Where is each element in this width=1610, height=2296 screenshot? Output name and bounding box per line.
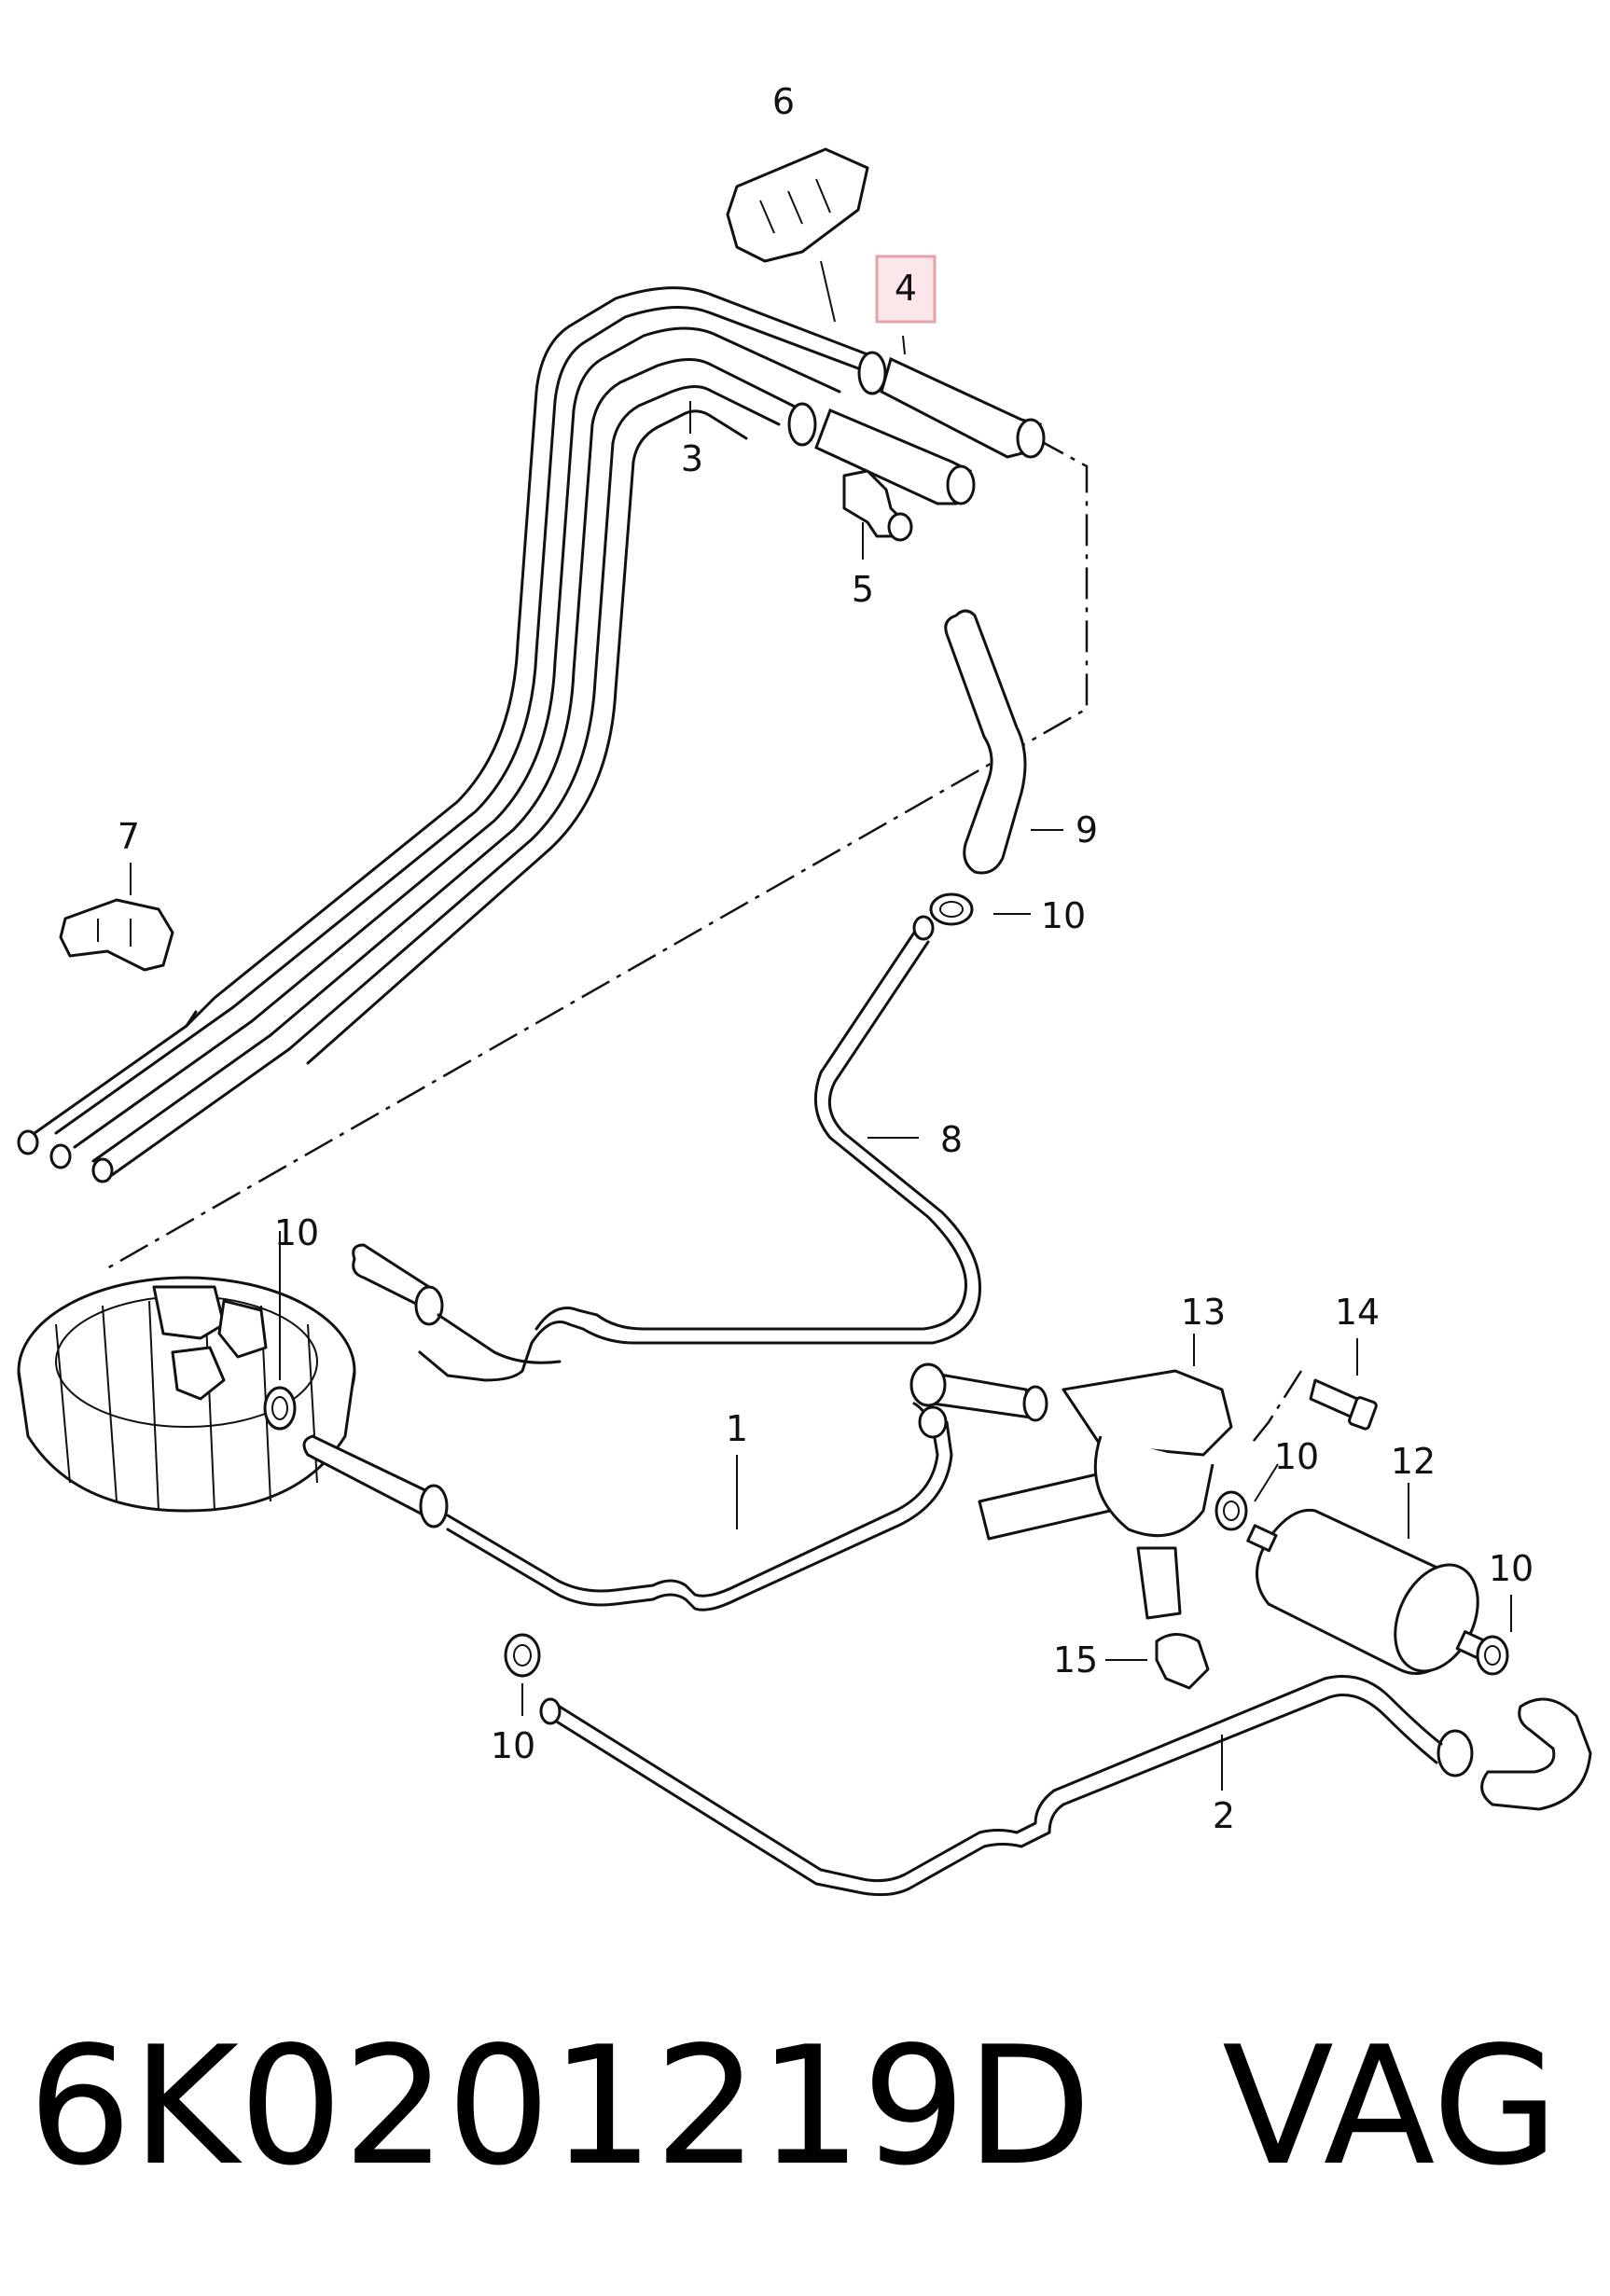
part-10-clamp-lower	[504, 1633, 541, 1716]
part-12-fuel-filter	[1246, 1483, 1492, 1675]
part-number: 6K0201219D	[28, 2012, 1092, 2202]
callout-13: 13	[1181, 1292, 1226, 1333]
callout-10-lower: 10	[491, 1725, 535, 1766]
callout-10-tank: 10	[274, 1212, 319, 1253]
part-2-outlet-line	[539, 1675, 1592, 1897]
callout-9: 9	[1076, 809, 1098, 851]
callout-2: 2	[1213, 1795, 1235, 1836]
rigid-fuel-lines	[17, 286, 869, 1183]
callout-1: 1	[726, 1408, 748, 1449]
part-8-return-line	[418, 915, 981, 1382]
tank-supply-hose	[352, 1243, 562, 1364]
callout-8: 8	[940, 1119, 963, 1160]
part-10-clamp-filter-inlet	[1214, 1463, 1279, 1531]
part-15-clip	[1105, 1633, 1210, 1690]
callout-3: 3	[681, 438, 703, 479]
callout-5: 5	[852, 569, 874, 610]
part-10-clamp-tank	[263, 1386, 297, 1431]
brand-name: VAG	[1222, 2012, 1560, 2202]
part-5-elbow	[842, 469, 913, 560]
callout-4: 4	[895, 268, 917, 309]
part-number-footer: 6K0201219D VAG	[28, 2005, 1595, 2210]
part-14-bolt	[1309, 1338, 1378, 1431]
part-10-clamp-filter-outlet	[1476, 1595, 1512, 1676]
part-10-clamp-upper	[929, 892, 1031, 926]
part-1-supply-line	[302, 1402, 953, 1611]
callout-14: 14	[1335, 1292, 1380, 1333]
part-3-hose	[689, 401, 976, 505]
callout-12: 12	[1391, 1441, 1436, 1482]
part-6-line-clip	[726, 147, 869, 323]
part-7-clip	[59, 863, 174, 972]
callout-10-upper: 10	[1041, 895, 1086, 936]
fuel-line-exploded-diagram: 6 4 3 5 9 10 7 8 10 13 14 10 12 1 10 15 …	[17, 81, 1592, 1897]
filter-inlet-hose	[909, 1362, 1048, 1439]
callout-10-filter-inlet: 10	[1274, 1436, 1319, 1477]
fuel-tank-sender-unit	[17, 1231, 356, 1513]
callout-15: 15	[1053, 1639, 1098, 1681]
part-4-hose	[857, 335, 1046, 459]
part-13-bracket	[978, 1334, 1233, 1620]
assembly-boundary	[106, 436, 1303, 1446]
callout-7: 7	[118, 816, 140, 857]
callout-10-filter-outlet: 10	[1489, 1548, 1534, 1589]
callout-4-highlight	[875, 255, 937, 324]
callout-6: 6	[772, 81, 795, 122]
part-9-hose	[944, 609, 1063, 875]
